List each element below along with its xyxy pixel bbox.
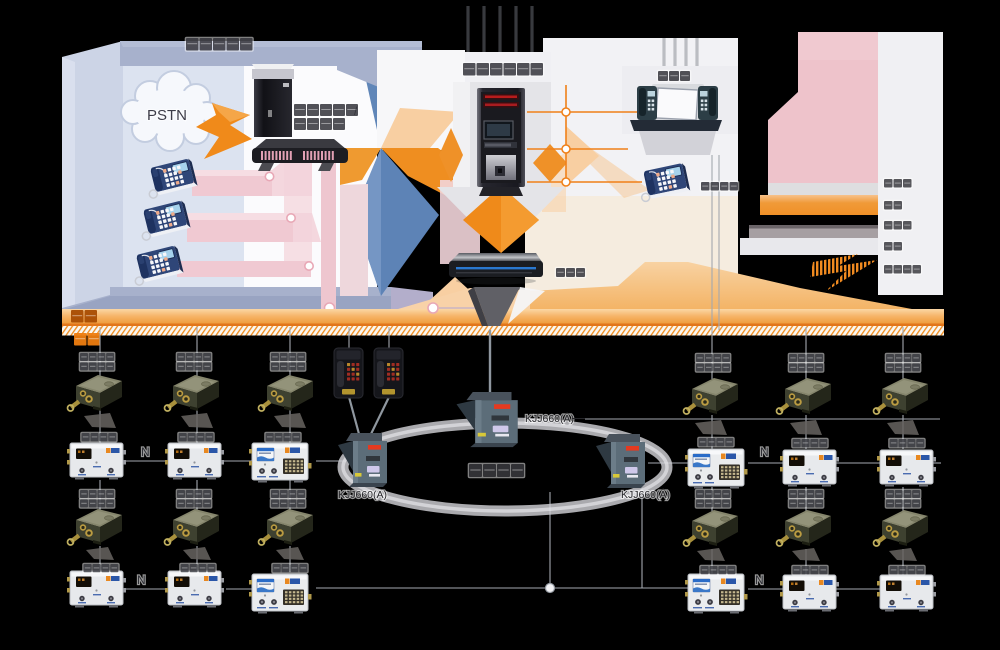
svg-text:N: N bbox=[141, 445, 150, 459]
svg-text:KJJ660(A): KJJ660(A) bbox=[621, 489, 670, 501]
svg-text:PSTN: PSTN bbox=[147, 107, 187, 124]
svg-text:N: N bbox=[760, 445, 769, 459]
svg-text:/: / bbox=[354, 104, 358, 118]
svg-text:KJJ660(A): KJJ660(A) bbox=[525, 413, 574, 425]
svg-text:N: N bbox=[755, 573, 764, 587]
svg-text:KJJ660(A): KJJ660(A) bbox=[338, 489, 387, 501]
svg-text:N: N bbox=[137, 573, 146, 587]
